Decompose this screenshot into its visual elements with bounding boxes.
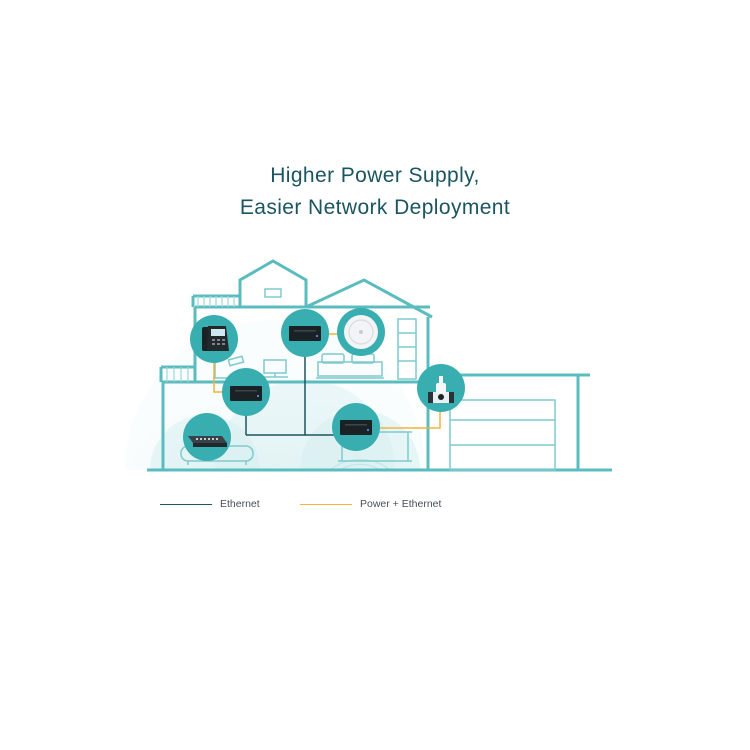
- poe-line-swatch: [300, 503, 352, 505]
- rail-details: [166, 296, 235, 382]
- access-point-icon: [337, 308, 385, 356]
- poe-switch-icon: [222, 368, 270, 416]
- poe-switch-icon: [281, 309, 329, 357]
- ethernet-line-swatch: [160, 503, 212, 505]
- poe-switch-icon: [332, 403, 380, 451]
- legend-item-poe: Power + Ethernet: [300, 498, 441, 510]
- legend-item-ethernet: Ethernet: [160, 498, 260, 510]
- desktop-switch-icon: [183, 413, 231, 461]
- ip-camera-icon: [417, 364, 465, 412]
- headline-line-1: Higher Power Supply,: [270, 164, 480, 187]
- legend-label-poe: Power + Ethernet: [360, 498, 442, 510]
- ip-phone-icon: [190, 315, 238, 363]
- legend-label-ethernet: Ethernet: [220, 498, 260, 510]
- headline-line-2: Easier Network Deployment: [239, 196, 511, 219]
- headline: Higher Power Supply, Easier Network Depl…: [0, 160, 750, 224]
